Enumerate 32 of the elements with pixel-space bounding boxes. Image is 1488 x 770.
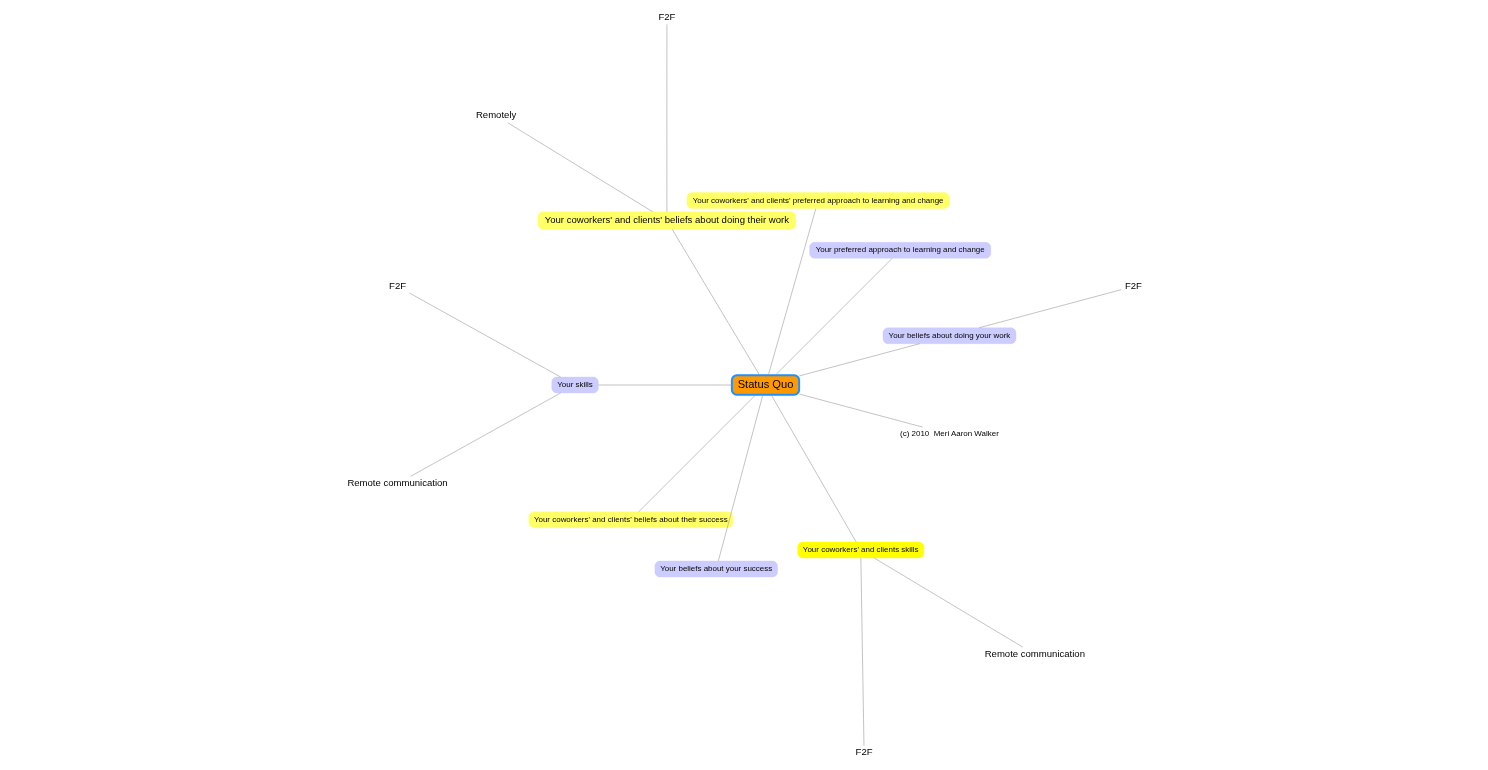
connector bbox=[507, 122, 653, 212]
connector bbox=[770, 394, 856, 543]
connector bbox=[774, 258, 892, 376]
node-text: Remote communication bbox=[984, 647, 1085, 659]
node-box: Your coworkers' and clients' preferred approach to learning and change bbox=[686, 192, 950, 209]
connector bbox=[873, 557, 1023, 648]
node-text: F2F bbox=[657, 10, 675, 22]
node-box: Status Quo bbox=[730, 374, 800, 396]
node-text: Remotely bbox=[475, 109, 516, 121]
connector bbox=[798, 393, 923, 428]
connector bbox=[717, 394, 763, 562]
connector bbox=[860, 557, 864, 746]
node-box: Your skills bbox=[551, 376, 599, 394]
node-text: (c) 2010 Meri Aaron Walker bbox=[899, 429, 999, 439]
node-box: Your coworkers' and clients' beliefs about doing their work bbox=[537, 211, 796, 230]
connector bbox=[978, 289, 1122, 329]
node-box: Your preferred approach to learning and change bbox=[808, 242, 991, 259]
node-text: F2F bbox=[1124, 279, 1142, 291]
node-text: Remote communication bbox=[346, 477, 448, 489]
node-box: Your beliefs about your success bbox=[654, 560, 778, 578]
node-box: Your coworkers' and clients skills bbox=[796, 541, 924, 559]
connector bbox=[666, 24, 667, 212]
node-box: Your coworkers' and clients' beliefs about their success bbox=[528, 511, 733, 528]
connector bbox=[798, 343, 920, 377]
node-text: F2F bbox=[855, 746, 873, 758]
connector bbox=[408, 292, 561, 378]
connector bbox=[671, 229, 760, 376]
connector bbox=[638, 394, 756, 512]
node-text: F2F bbox=[388, 279, 406, 291]
connector bbox=[409, 392, 561, 477]
node-box: Your beliefs about doing your work bbox=[882, 327, 1016, 344]
connector bbox=[767, 208, 816, 376]
